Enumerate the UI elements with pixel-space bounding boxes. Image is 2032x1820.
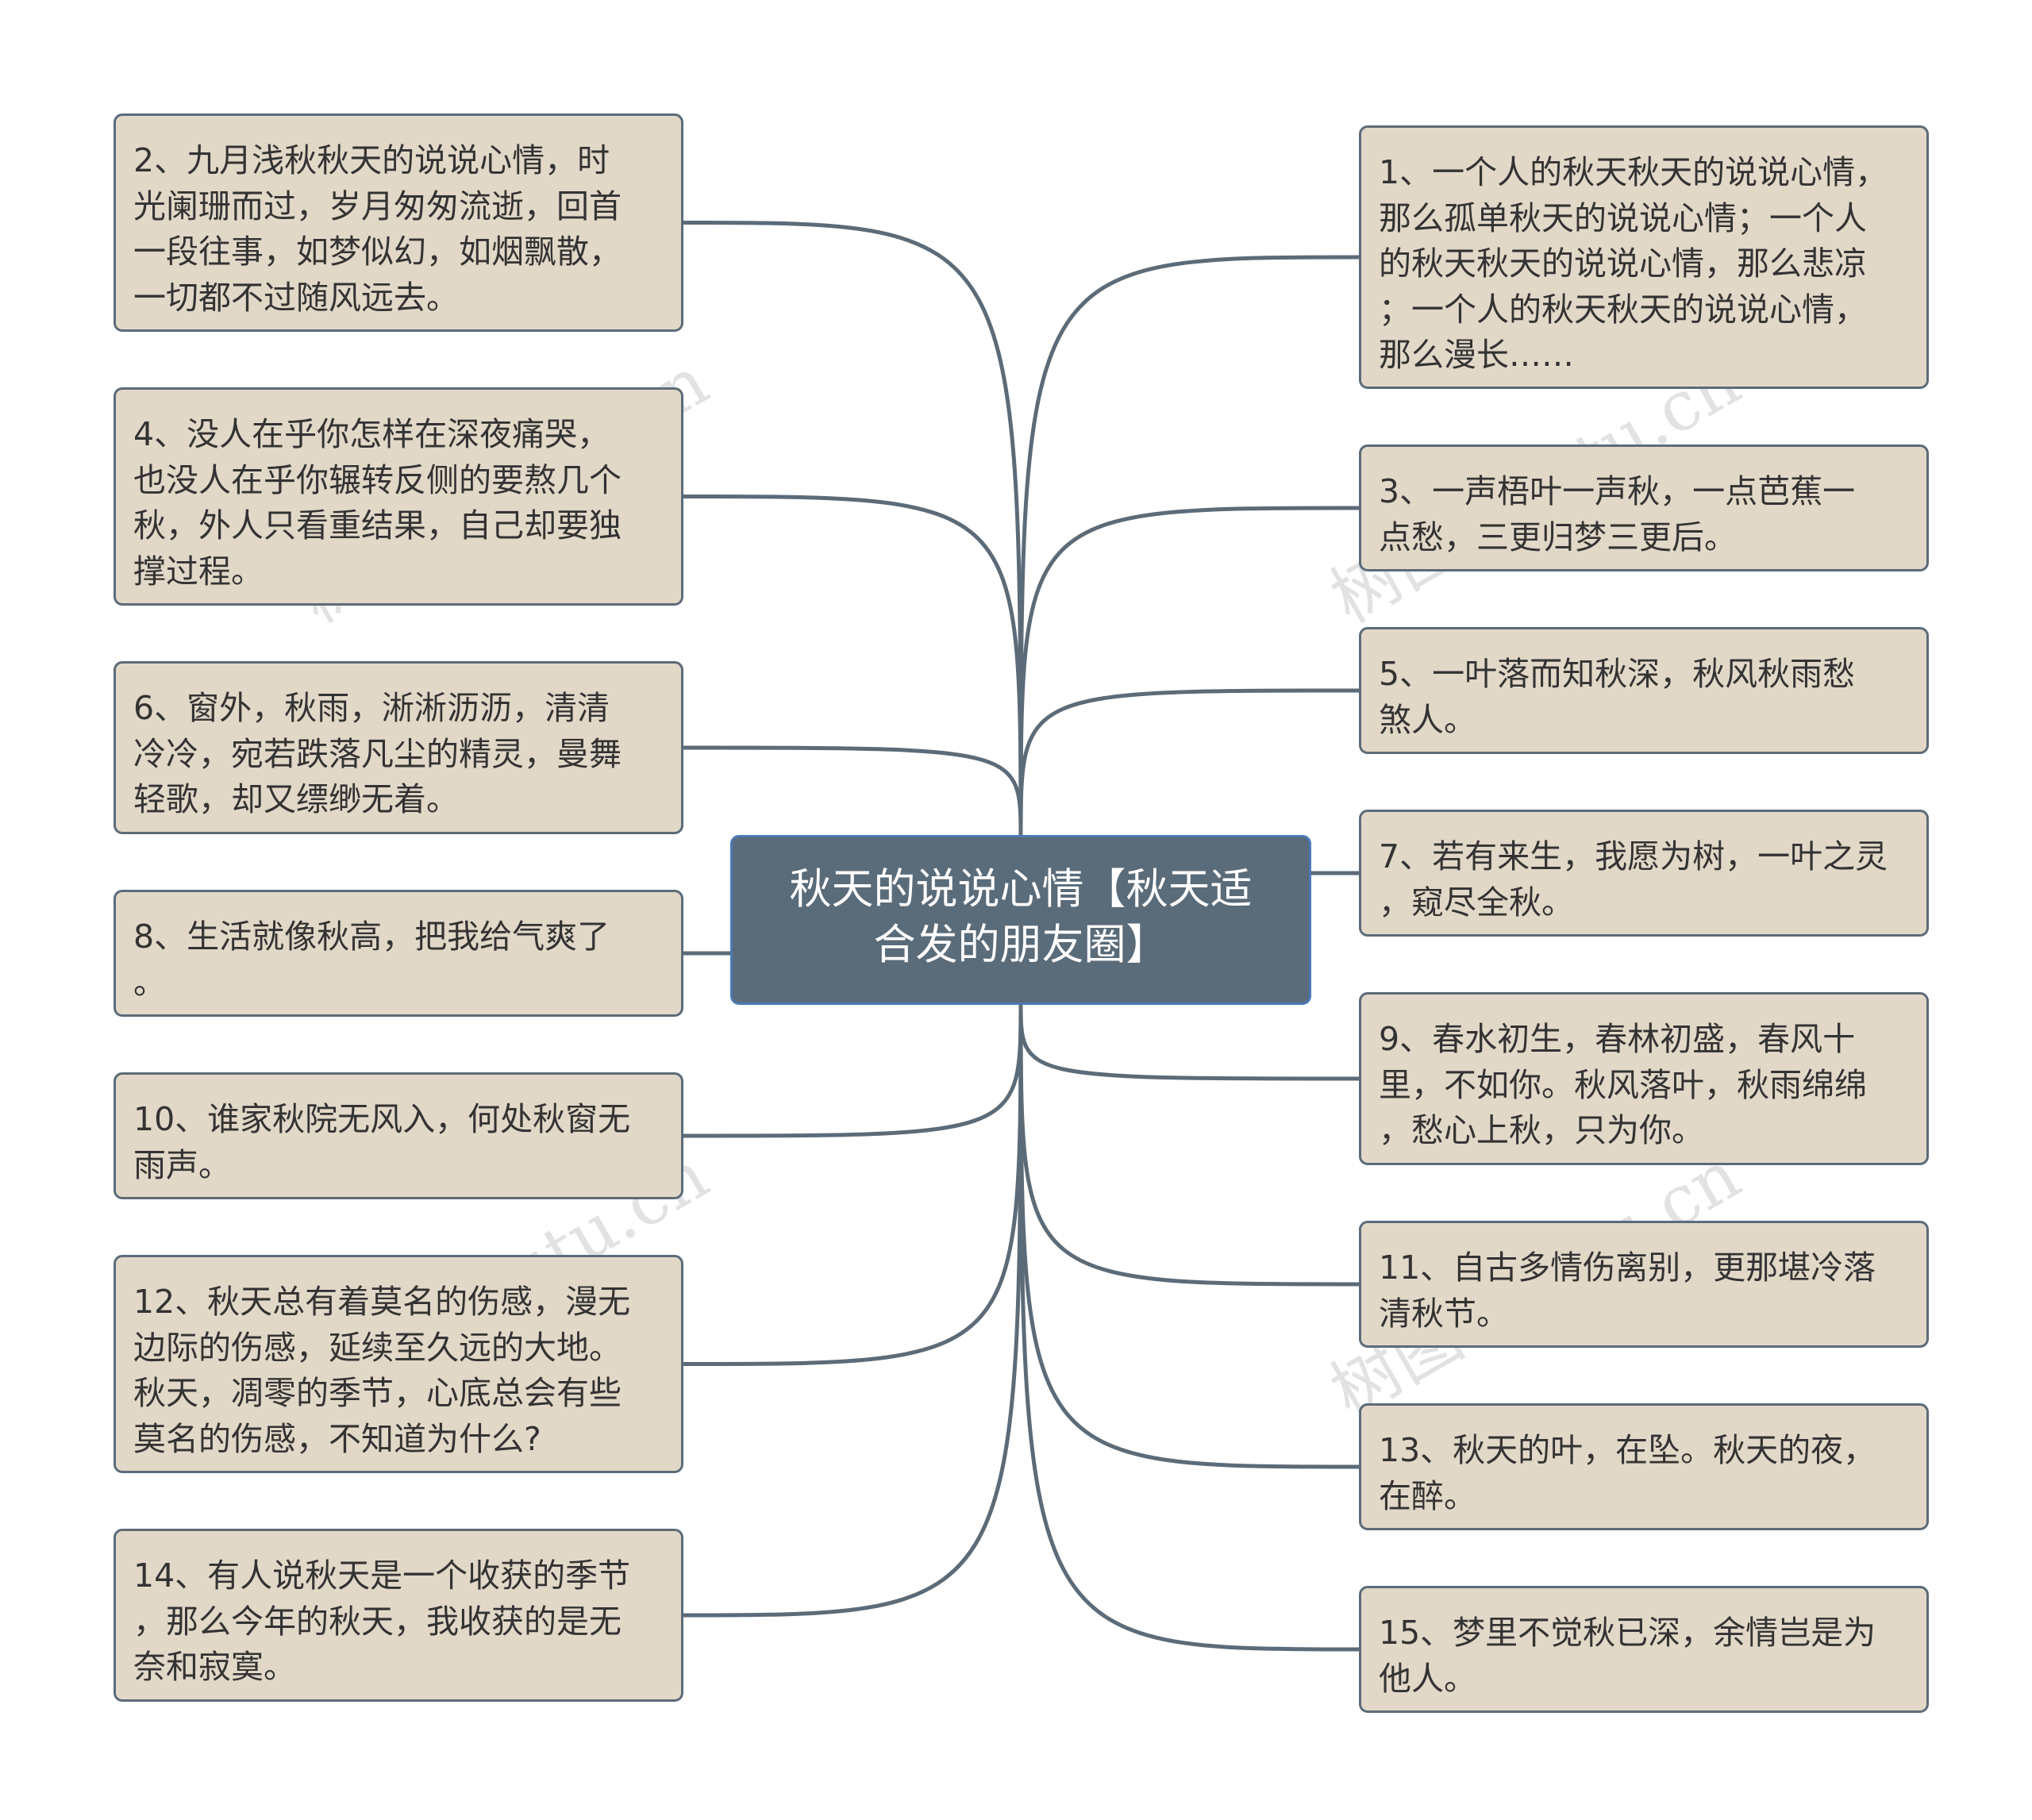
topic-node-right-2[interactable]: 3、一声梧叶一声秋，一点芭蕉一 点愁，三更归梦三更后。 — [1359, 444, 1929, 571]
topic-node-left-4[interactable]: 8、生活就像秋高，把我给气爽了 。 — [114, 890, 683, 1017]
topic-node-right-5[interactable]: 9、春水初生，春林初盛，春风十 里，不如你。秋风落叶，秋雨绵绵 ，愁心上秋，只为… — [1359, 992, 1929, 1165]
connector-line — [681, 221, 1023, 840]
connector-line — [1018, 1000, 1361, 1081]
topic-node-right-7[interactable]: 13、秋天的叶，在坠。秋天的夜， 在醉。 — [1359, 1403, 1929, 1530]
connector-line — [1018, 506, 1361, 840]
topic-node-left-1[interactable]: 2、九月浅秋秋天的说说心情，时 光阑珊而过，岁月匆匆流逝，回首 一段往事，如梦似… — [114, 114, 683, 332]
topic-node-left-2[interactable]: 4、没人在乎你怎样在深夜痛哭， 也没人在乎你辗转反侧的要熬几个 秋，外人只看重结… — [114, 387, 683, 606]
topic-node-right-3[interactable]: 5、一叶落而知秋深，秋风秋雨愁 煞人。 — [1359, 627, 1929, 754]
connector-line — [681, 1000, 1023, 1138]
topic-node-right-4[interactable]: 7、若有来生，我愿为树，一叶之灵 ，窥尽全秋。 — [1359, 810, 1929, 937]
connector-line — [681, 745, 1023, 840]
topic-node-right-8[interactable]: 15、梦里不觉秋已深，余情岂是为 他人。 — [1359, 1586, 1929, 1713]
connector-line — [1018, 1000, 1361, 1287]
topic-node-right-1[interactable]: 1、一个人的秋天秋天的说说心情， 那么孤单秋天的说说心情；一个人 的秋天秋天的说… — [1359, 125, 1929, 389]
connector-line — [681, 1000, 1023, 1618]
connector-line — [1018, 688, 1361, 840]
connector-line — [681, 1000, 1023, 1366]
central-topic[interactable]: 秋天的说说心情【秋天适 合发的朋友圈】 — [730, 835, 1311, 1005]
connector-line — [1018, 1000, 1361, 1652]
connector-line — [681, 494, 1023, 840]
connector-line — [1018, 255, 1361, 840]
topic-node-right-6[interactable]: 11、自古多情伤离别，更那堪冷落 清秋节。 — [1359, 1221, 1929, 1348]
topic-node-left-5[interactable]: 10、谁家秋院无风入，何处秋窗无 雨声。 — [114, 1072, 683, 1199]
topic-node-left-7[interactable]: 14、有人说秋天是一个收获的季节 ，那么今年的秋天，我收获的是无 奈和寂寞。 — [114, 1529, 683, 1702]
topic-node-left-6[interactable]: 12、秋天总有着莫名的伤感，漫无 边际的伤感，延续至久远的大地。 秋天，凋零的季… — [114, 1255, 683, 1473]
topic-node-left-3[interactable]: 6、窗外，秋雨，淅淅沥沥，清清 冷冷，宛若跌落凡尘的精灵，曼舞 轻歌，却又缥缈无… — [114, 661, 683, 834]
